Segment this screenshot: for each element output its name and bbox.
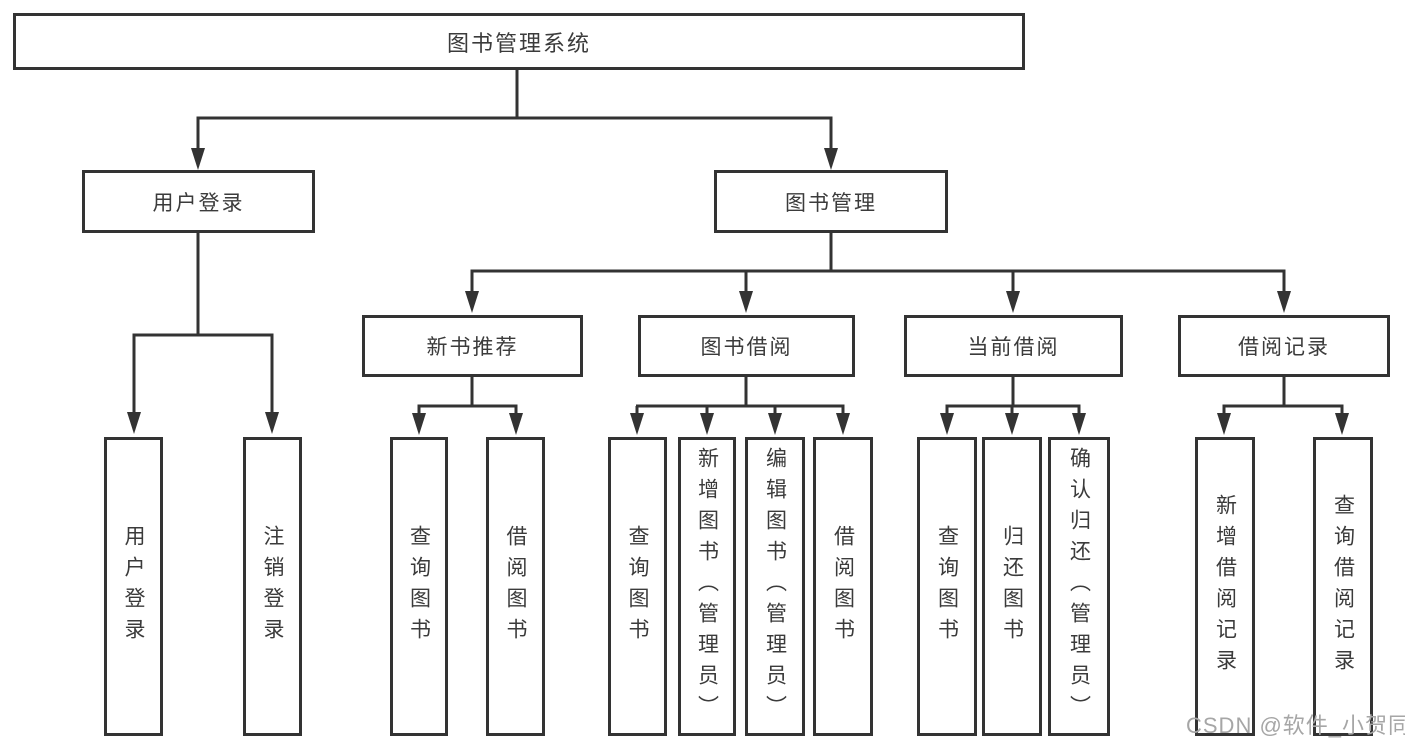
node-library-management-system: 图书管理系统 [13,13,1025,70]
leaf-borrowing-query-books-label: 查询图书 [626,524,649,649]
node-borrowing-records: 借阅记录 [1178,315,1390,377]
leaf-user-login-label: 用户登录 [122,524,145,649]
leaf-borrowing-borrow-books: 借阅图书 [813,437,873,736]
leaf-records-query-record-label: 查询借阅记录 [1331,493,1355,680]
leaf-logout-label: 注销登录 [261,524,284,649]
leaf-current-return-books-label: 归还图书 [1000,524,1024,649]
leaf-recommend-borrow-books: 借阅图书 [486,437,545,736]
leaf-records-add-record: 新增借阅记录 [1195,437,1255,736]
node-new-book-recommend: 新书推荐 [362,315,583,377]
node-user-login: 用户登录 [82,170,315,233]
leaf-current-query-books-label: 查询图书 [935,524,959,649]
leaf-records-add-record-label: 新增借阅记录 [1213,493,1237,680]
csdn-watermark: CSDN @软件_小贺同学 [1186,713,1405,738]
node-book-borrowing: 图书借阅 [638,315,855,377]
leaf-recommend-query-books-label: 查询图书 [407,524,431,649]
leaf-user-login: 用户登录 [104,437,163,736]
leaf-borrowing-query-books: 查询图书 [608,437,667,736]
leaf-current-confirm-return-admin-label: 确认归还（管理员） [1067,447,1091,726]
leaf-current-query-books: 查询图书 [917,437,977,736]
leaf-records-query-record: 查询借阅记录 [1313,437,1373,736]
leaf-borrowing-add-books-admin: 新增图书（管理员） [678,437,736,736]
leaf-current-confirm-return-admin: 确认归还（管理员） [1048,437,1110,736]
node-current-borrowing: 当前借阅 [904,315,1123,377]
leaf-recommend-query-books: 查询图书 [390,437,448,736]
leaf-borrowing-borrow-books-label: 借阅图书 [831,524,855,649]
leaf-current-return-books: 归还图书 [982,437,1042,736]
leaf-logout: 注销登录 [243,437,302,736]
leaf-borrowing-edit-books-admin: 编辑图书（管理员） [745,437,805,736]
leaf-borrowing-edit-books-admin-label: 编辑图书（管理员） [763,447,787,726]
leaf-recommend-borrow-books-label: 借阅图书 [504,524,527,649]
node-book-management: 图书管理 [714,170,948,233]
leaf-borrowing-add-books-admin-label: 新增图书（管理员） [695,447,719,726]
